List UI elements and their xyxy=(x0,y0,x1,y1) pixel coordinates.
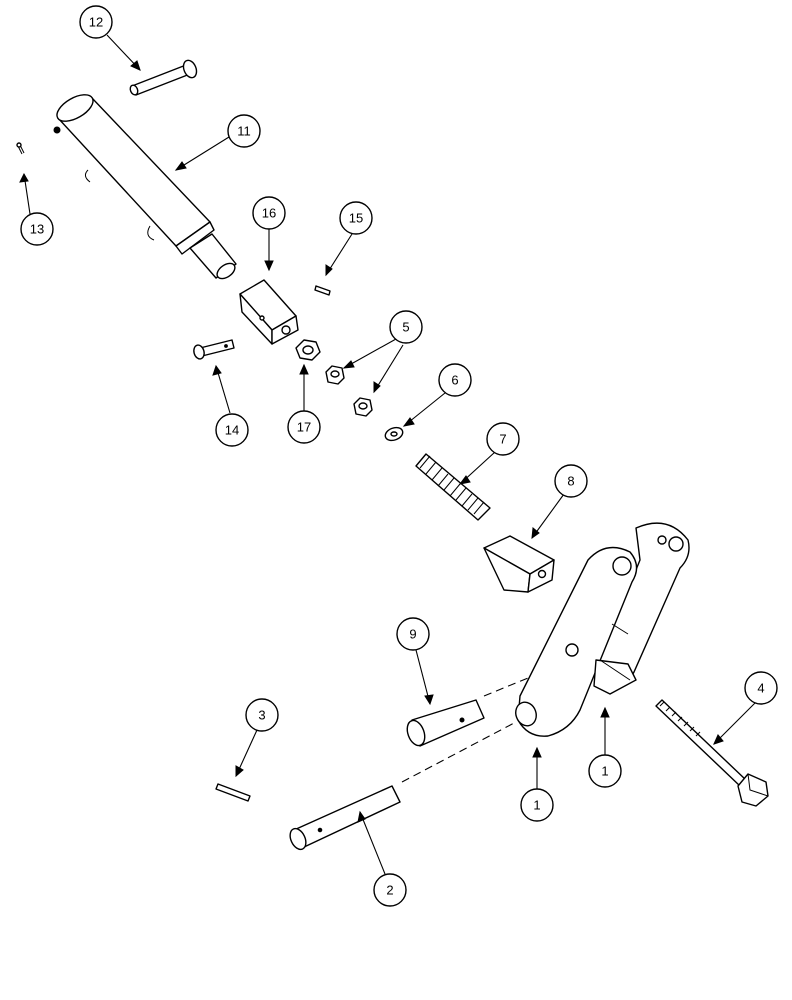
balloon-14-label: 14 xyxy=(225,423,239,438)
part-11-cylinder xyxy=(53,94,237,280)
part-14-clevis-pin xyxy=(193,339,235,360)
part-6-washer xyxy=(384,426,404,442)
balloon-8-label: 8 xyxy=(567,474,574,489)
balloon-9-label: 9 xyxy=(409,627,416,642)
balloon-17-label: 17 xyxy=(297,420,311,435)
leader-arrowheads xyxy=(19,60,724,823)
balloon-11: 11 xyxy=(227,114,261,148)
balloon-1-right-label: 1 xyxy=(601,764,608,779)
balloon-9: 9 xyxy=(396,617,430,651)
balloon-15-label: 15 xyxy=(349,211,363,226)
balloon-12-label: 12 xyxy=(89,15,103,30)
balloon-12: 12 xyxy=(79,5,113,39)
balloon-13: 13 xyxy=(20,212,54,246)
part-13-cotter-pin xyxy=(16,142,25,155)
balloon-2-label: 2 xyxy=(386,883,393,898)
balloon-8: 8 xyxy=(554,464,588,498)
balloon-3: 3 xyxy=(245,698,279,732)
part-1-arm-assembly xyxy=(515,522,690,737)
balloon-1-left: 1 xyxy=(520,788,554,822)
part-8-bracket xyxy=(483,535,555,593)
balloon-6-label: 6 xyxy=(451,373,458,388)
balloon-1-right: 1 xyxy=(588,754,622,788)
part-5-nuts xyxy=(325,365,373,417)
balloon-16-label: 16 xyxy=(262,206,276,221)
part-7-spring xyxy=(415,453,491,521)
balloon-5-label: 5 xyxy=(402,320,409,335)
balloon-4-label: 4 xyxy=(757,681,764,696)
part-2-long-pin xyxy=(289,785,401,851)
balloon-5: 5 xyxy=(389,310,423,344)
balloon-11-label: 11 xyxy=(237,124,251,139)
part-17-nut xyxy=(295,339,321,361)
balloon-14: 14 xyxy=(215,413,249,447)
balloon-4: 4 xyxy=(744,671,778,705)
balloon-13-label: 13 xyxy=(30,222,44,237)
balloon-15: 15 xyxy=(339,201,373,235)
balloon-2: 2 xyxy=(373,873,407,907)
part-15-pin xyxy=(314,285,331,296)
part-9-pin xyxy=(406,699,485,747)
alignment-lines xyxy=(401,677,529,783)
part-12-clevis-pin xyxy=(129,59,198,96)
part-3-pin xyxy=(215,783,251,802)
balloon-6: 6 xyxy=(438,363,472,397)
balloon-7: 7 xyxy=(486,422,520,456)
balloon-3-label: 3 xyxy=(258,708,265,723)
part-16-block xyxy=(239,279,299,345)
balloon-17: 17 xyxy=(287,410,321,444)
balloon-7-label: 7 xyxy=(499,432,506,447)
part-4-bolt xyxy=(655,699,769,807)
balloon-16: 16 xyxy=(252,196,286,230)
balloon-1-left-label: 1 xyxy=(533,798,540,813)
